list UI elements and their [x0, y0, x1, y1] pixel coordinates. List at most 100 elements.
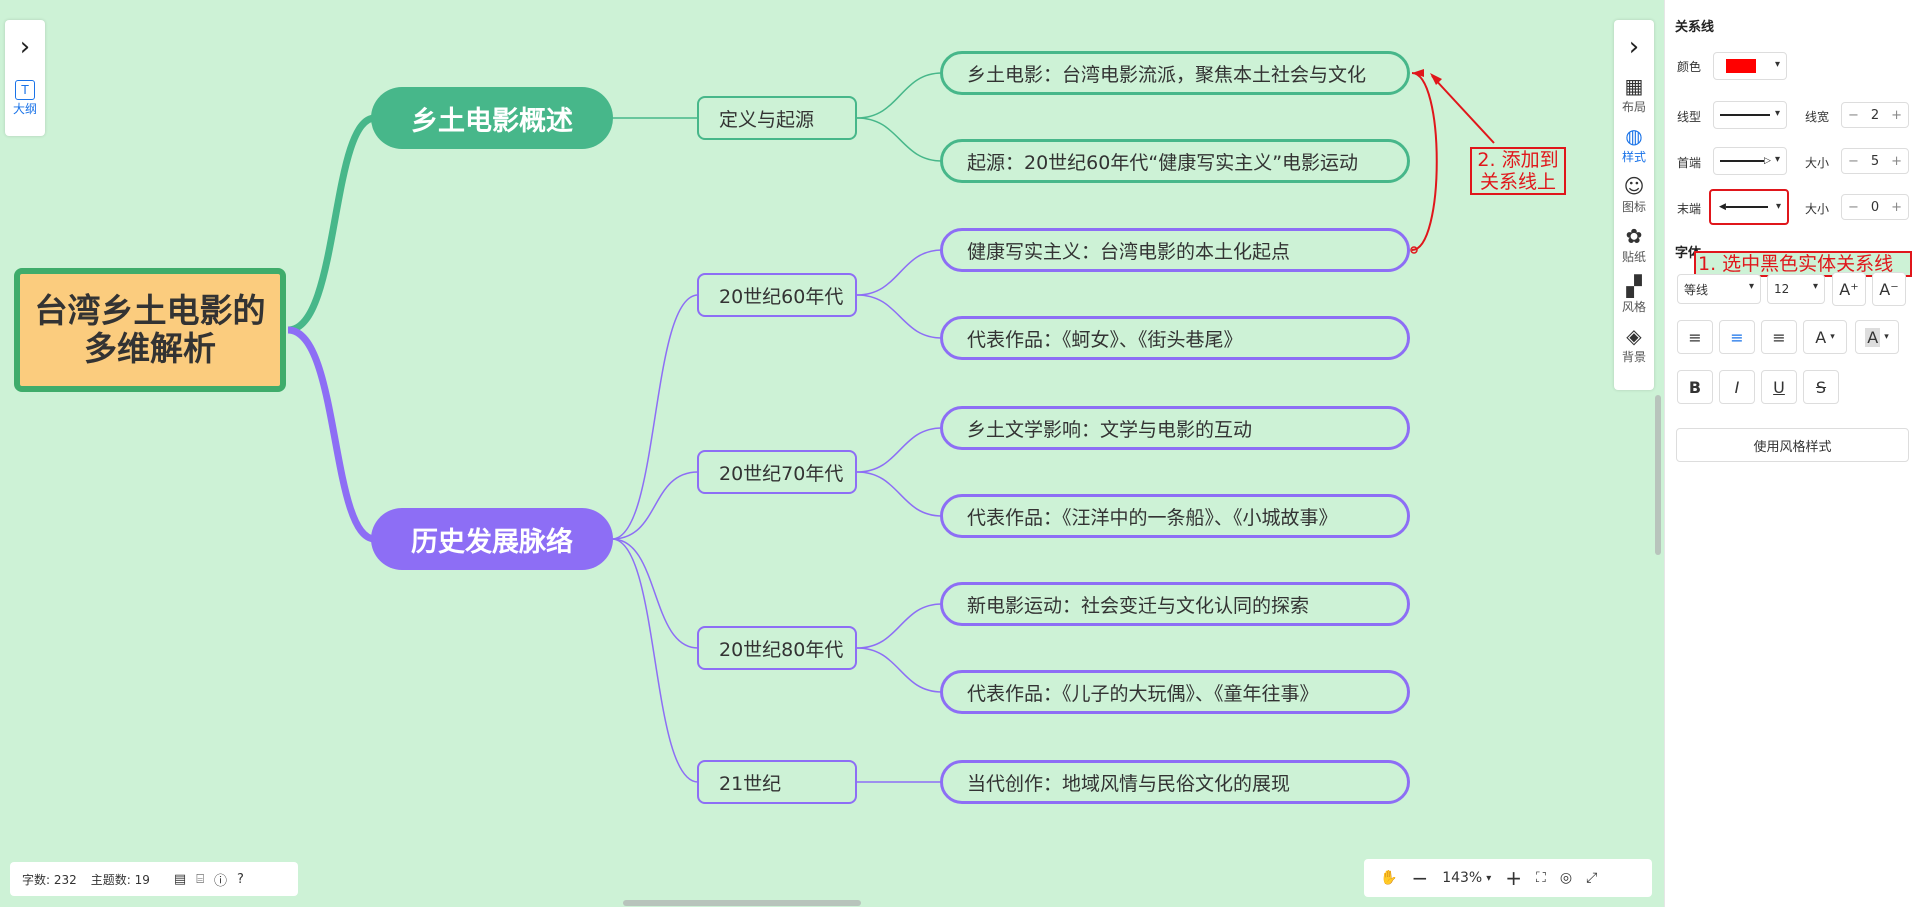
layout-icon: ▦ [1624, 74, 1644, 98]
locate-icon[interactable]: ◎ [1559, 870, 1573, 886]
subtopic-1980s[interactable]: 20世纪80年代 [697, 626, 857, 670]
smile-icon: ☺ [1623, 174, 1645, 198]
plus-icon[interactable]: + [1891, 199, 1902, 215]
chevron-down-icon: ▾ [1774, 108, 1780, 119]
align-right-icon[interactable]: ≡ [1761, 320, 1797, 354]
leaf-topic[interactable]: 当代创作：地域风情与民俗文化的展现 [940, 760, 1410, 804]
font-increase-button[interactable]: A⁺ [1832, 272, 1866, 306]
bold-button[interactable]: B [1677, 370, 1713, 404]
underline-button[interactable]: U [1761, 370, 1797, 404]
leaf-topic[interactable]: 新电影运动：社会变迁与文化认同的探索 [940, 582, 1410, 626]
chevron-down-icon: ▾ [1884, 332, 1889, 342]
chevron-down-icon: ▾ [1774, 59, 1780, 70]
subtopic-21st-century[interactable]: 21世纪 [697, 760, 857, 804]
tool-label: 布局 [1621, 100, 1646, 114]
relation-line-title: 关系线 [1675, 20, 1715, 35]
hand-icon[interactable]: ✋ [1380, 870, 1398, 886]
tool-label: 风格 [1621, 300, 1646, 314]
tool-layout[interactable]: ▦ 布局 [1614, 74, 1654, 124]
layers-icon: ◈ [1626, 324, 1642, 348]
highlight-letter: A [1865, 327, 1881, 347]
word-count: 字数: 232 [22, 872, 77, 887]
outline-icon: T [15, 80, 35, 100]
leaf-topic[interactable]: 代表作品：《汪洋中的一条船》、《小城故事》 [940, 494, 1410, 538]
use-theme-style-button[interactable]: 使用风格样式 [1676, 428, 1909, 462]
leaf-topic[interactable]: 起源：20世纪60年代“健康写实主义”电影运动 [940, 139, 1410, 183]
main-topic-overview[interactable]: 乡土电影概述 [371, 87, 613, 149]
zoom-level[interactable]: 143% [1442, 870, 1483, 886]
align-left-icon[interactable]: ≡ [1677, 320, 1713, 354]
plus-icon[interactable]: + [1891, 107, 1902, 123]
topic-count: 主题数: 19 [90, 872, 150, 887]
italic-button[interactable]: I [1719, 370, 1755, 404]
font-decrease-button[interactable]: A⁻ [1872, 272, 1906, 306]
plus-icon[interactable]: + [1891, 153, 1902, 169]
color-label: 颜色 [1677, 60, 1702, 74]
highlight-color-button[interactable]: A ▾ [1855, 320, 1899, 354]
tool-style[interactable]: ◍ 样式 [1614, 124, 1654, 174]
font-size-select[interactable]: 12 ▾ [1767, 274, 1825, 304]
subtopic-1960s[interactable]: 20世纪60年代 [697, 273, 857, 317]
expand-left-chevron-icon[interactable]: › [19, 32, 31, 62]
chevron-down-icon: ▾ [1748, 281, 1754, 292]
tool-label: 背景 [1621, 350, 1646, 364]
help-icon[interactable]: ? [237, 871, 244, 887]
fullscreen-icon[interactable]: ⤢ [1586, 870, 1598, 886]
tool-theme[interactable]: ▞ 风格 [1614, 274, 1654, 324]
leaf-topic[interactable]: 代表作品：《蚵女》、《街头巷尾》 [940, 316, 1410, 360]
outline-view-icon[interactable]: ⌸ [196, 871, 205, 887]
fit-screen-icon[interactable]: ⛶ [1536, 870, 1546, 886]
mindmap-canvas[interactable]: 台湾乡土电影的多维解析 乡土电影概述 历史发展脉络 定义与起源 20世纪60年代… [0, 0, 1664, 907]
tool-background[interactable]: ◈ 背景 [1614, 324, 1654, 374]
chevron-down-icon: ▾ [1812, 281, 1818, 292]
style-sidebar: 关系线 颜色 ▾ 线型 ▾ 线宽 − 2 + 首端 ▷ ▾ 大小 − 5 + 末… [1664, 0, 1920, 907]
tail-size-stepper[interactable]: − 0 + [1841, 194, 1909, 220]
annotation-step1: 1. 选中黑色实体关系线 [1694, 251, 1912, 277]
strikethrough-button[interactable]: S [1803, 370, 1839, 404]
color-swatch [1726, 59, 1756, 73]
line-type-select[interactable]: ▾ [1713, 101, 1787, 129]
connector-lines [287, 69, 1495, 783]
align-center-icon[interactable]: ≡ [1719, 320, 1755, 354]
leaf-topic[interactable]: 健康写实主义：台湾电影的本土化起点 [940, 228, 1410, 272]
head-size-stepper[interactable]: − 5 + [1841, 148, 1909, 174]
left-panel: › T 大纲 [5, 20, 45, 136]
tail-label: 末端 [1677, 202, 1702, 216]
root-topic[interactable]: 台湾乡土电影的多维解析 [14, 268, 286, 392]
tail-arrow-select[interactable]: ◀ ▾ [1709, 189, 1789, 225]
color-picker[interactable]: ▾ [1713, 52, 1787, 80]
zoom-bar: ✋ − 143% ▾ + ⛶ ◎ ⤢ [1364, 859, 1652, 897]
main-topic-history[interactable]: 历史发展脉络 [371, 508, 613, 570]
collapse-panel-chevron-icon[interactable]: › [1628, 32, 1640, 62]
head-arrow-select[interactable]: ▷ ▾ [1713, 147, 1787, 175]
outline-button[interactable]: T 大纲 [5, 80, 45, 117]
chevron-down-icon[interactable]: ▾ [1486, 872, 1492, 884]
grid-icon: ▞ [1626, 274, 1642, 298]
minus-icon[interactable]: − [1848, 199, 1859, 215]
minus-icon[interactable]: − [1848, 153, 1859, 169]
minus-icon[interactable]: − [1848, 107, 1859, 123]
vertical-scrollbar[interactable] [1655, 395, 1661, 555]
outline-label: 大纲 [12, 102, 37, 116]
keyboard-icon[interactable]: ▤ [173, 871, 187, 887]
tool-icons[interactable]: ☺ 图标 [1614, 174, 1654, 224]
font-family-value: 等线 [1684, 282, 1709, 297]
leaf-topic[interactable]: 乡土电影：台湾电影流派，聚焦本土社会与文化 [940, 51, 1410, 95]
tool-stickers[interactable]: ✿ 贴纸 [1614, 224, 1654, 274]
leaf-topic[interactable]: 代表作品：《儿子的大玩偶》、《童年往事》 [940, 670, 1410, 714]
head-size-value[interactable]: 5 [1870, 153, 1880, 169]
zoom-out-icon[interactable]: − [1411, 866, 1429, 890]
line-width-value[interactable]: 2 [1870, 107, 1880, 123]
horizontal-scrollbar[interactable] [623, 900, 861, 906]
subtopic-1970s[interactable]: 20世纪70年代 [697, 450, 857, 494]
info-icon[interactable]: ⓘ [214, 873, 228, 889]
zoom-in-icon[interactable]: + [1505, 866, 1523, 890]
font-color-button[interactable]: A ▾ [1803, 320, 1847, 354]
flower-icon: ✿ [1625, 224, 1643, 248]
subtopic-definition[interactable]: 定义与起源 [697, 96, 857, 140]
line-type-label: 线型 [1677, 110, 1702, 124]
font-family-select[interactable]: 等线 ▾ [1677, 274, 1761, 304]
leaf-topic[interactable]: 乡土文学影响：文学与电影的互动 [940, 406, 1410, 450]
tail-size-value[interactable]: 0 [1870, 199, 1880, 215]
line-width-stepper[interactable]: − 2 + [1841, 102, 1909, 128]
